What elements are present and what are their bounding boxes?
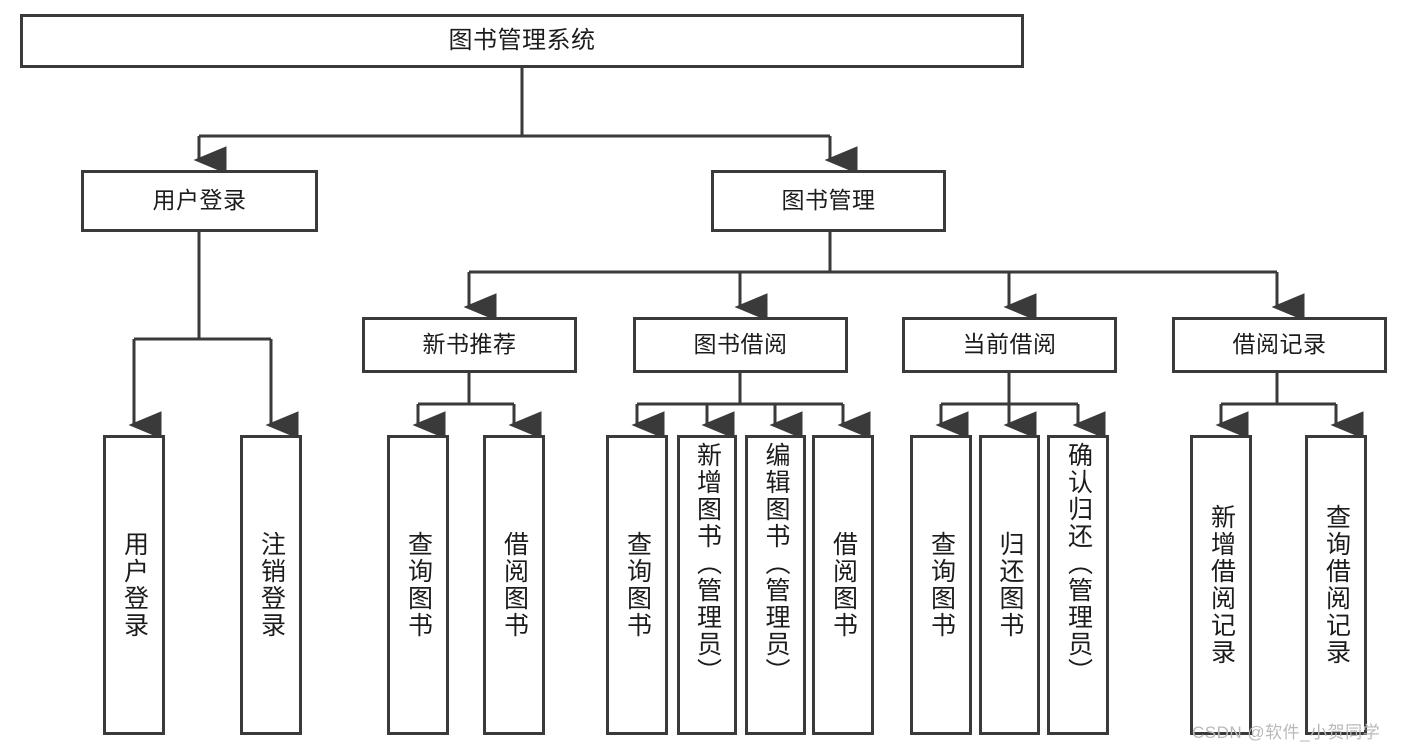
- leaf-newbook-query-books[interactable]: 查询图书: [387, 435, 449, 735]
- node-label: 归还图书: [996, 531, 1024, 639]
- node-borrow-records[interactable]: 借阅记录: [1172, 317, 1387, 373]
- node-label: 用户登录: [152, 187, 247, 214]
- node-user-login[interactable]: 用户登录: [81, 170, 318, 232]
- node-label: 新增借阅记录: [1207, 504, 1236, 666]
- node-label: 注销登录: [257, 531, 286, 639]
- node-label: 查询图书: [404, 531, 433, 639]
- node-label: 查询借阅记录: [1322, 504, 1351, 666]
- leaf-records-add-record[interactable]: 新增借阅记录: [1190, 435, 1252, 735]
- node-label: 编辑图书（管理员）: [762, 442, 790, 685]
- leaf-borrow-query-books[interactable]: 查询图书: [606, 435, 668, 735]
- node-label: 确认归还（管理员）: [1064, 442, 1093, 685]
- node-label: 图书管理: [781, 187, 876, 214]
- leaf-newbook-borrow-books[interactable]: 借阅图书: [483, 435, 545, 735]
- node-new-book-recommend[interactable]: 新书推荐: [362, 317, 577, 373]
- leaf-current-return-books[interactable]: 归还图书: [979, 435, 1040, 735]
- csdn-watermark: CSDN @软件_小贺同学: [1192, 723, 1381, 742]
- node-current-borrow[interactable]: 当前借阅: [902, 317, 1117, 373]
- node-book-management[interactable]: 图书管理: [711, 170, 946, 232]
- leaf-current-confirm-return-admin[interactable]: 确认归还（管理员）: [1047, 435, 1109, 735]
- node-label: 借阅图书: [500, 531, 529, 639]
- node-label: 查询图书: [927, 531, 956, 639]
- leaf-records-query-record[interactable]: 查询借阅记录: [1305, 435, 1367, 735]
- node-label: 借阅图书: [829, 531, 858, 639]
- node-root-system[interactable]: 图书管理系统: [20, 14, 1024, 68]
- leaf-borrow-add-book-admin[interactable]: 新增图书（管理员）: [677, 435, 737, 735]
- node-label: 图书管理系统: [448, 26, 596, 54]
- leaf-current-query-books[interactable]: 查询图书: [910, 435, 972, 735]
- node-label: 当前借阅: [962, 331, 1057, 358]
- leaf-user-login-signin[interactable]: 用户登录: [103, 435, 165, 735]
- node-label: 图书借阅: [693, 331, 788, 358]
- leaf-borrow-borrow-books[interactable]: 借阅图书: [812, 435, 874, 735]
- node-label: 新书推荐: [422, 331, 517, 358]
- node-label: 用户登录: [120, 531, 149, 639]
- node-label: 借阅记录: [1232, 331, 1327, 358]
- leaf-borrow-edit-book-admin[interactable]: 编辑图书（管理员）: [745, 435, 806, 735]
- leaf-user-login-signout[interactable]: 注销登录: [240, 435, 302, 735]
- node-label: 查询图书: [623, 531, 652, 639]
- node-label: 新增图书（管理员）: [693, 442, 722, 685]
- node-book-borrow[interactable]: 图书借阅: [633, 317, 848, 373]
